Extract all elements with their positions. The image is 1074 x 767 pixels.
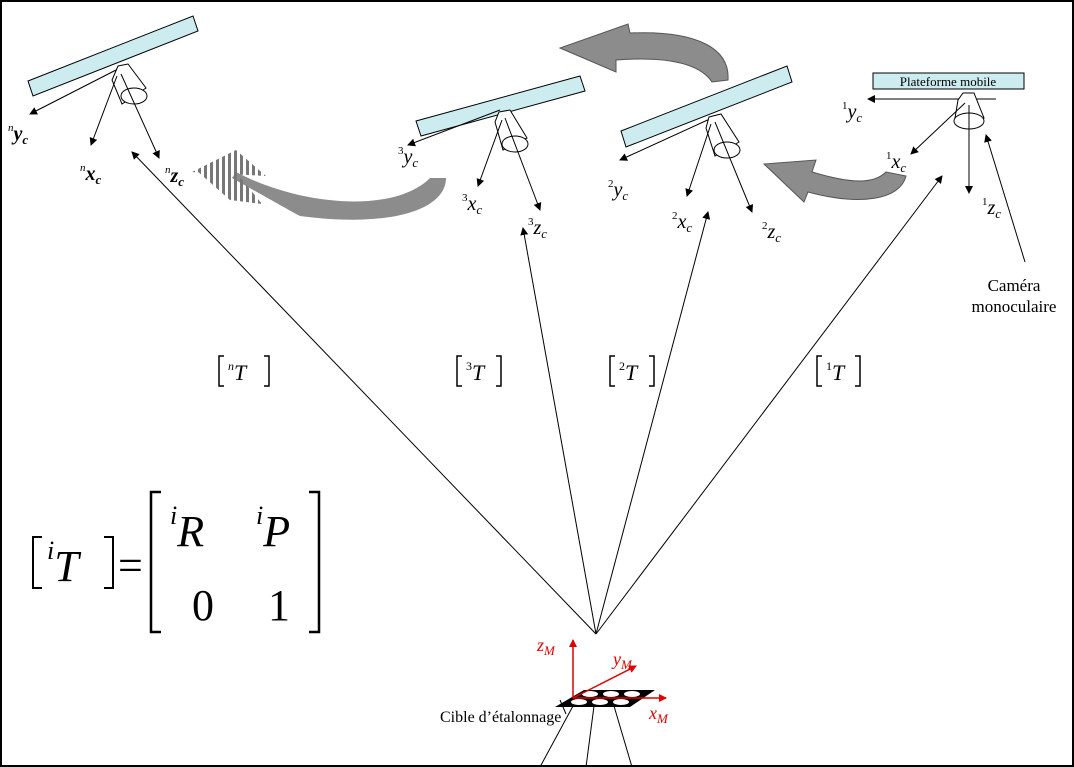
motion-arrow-3-to-n-head [192,150,266,176]
labels-n: nyc nxc nzc [8,122,184,189]
label-y-n: nyc [8,122,28,147]
svg-text:=: = [118,541,143,590]
label-y-1: 1yc [842,100,862,125]
motion-arrow-3-to-n [232,172,446,220]
label-y-M: yM [611,649,633,672]
label-z-n: nzc [165,164,184,189]
z-axis-n [120,73,160,159]
x-axis-3 [476,119,503,187]
platform-n [27,15,199,97]
platform-1 [872,72,1025,90]
camera-label-line2: monoculaire [972,297,1057,316]
x-axis-1 [910,102,966,155]
camera-icon-2 [705,113,741,159]
calibration-target [539,690,655,767]
labels-3: 3yc 3xc 3zc [398,145,547,241]
label-z-M: zM [536,635,556,658]
svg-text:1T: 1T [826,359,846,385]
label-z-3: 3zc [528,216,547,241]
svg-text:iP: iP [256,501,290,556]
svg-text:3T: 3T [466,359,486,385]
camera-icon-3 [494,109,529,153]
bracket-T-1: 1T [816,355,861,387]
x-axis-n [89,75,118,146]
target-pointer [559,699,567,715]
label-x-n: nxc [80,162,102,187]
pose-1: Plateforme mobile [867,72,1026,263]
z-axis-3 [504,117,542,211]
bracket-T-2: 2T [609,355,655,387]
target-label: Cible d’étalonnage [440,709,561,726]
svg-text:iT: iT [47,536,82,591]
platform-2 [620,65,793,148]
motion-arrow-1-to-2 [762,159,907,203]
pose-3 [407,75,586,211]
label-y-3: 3yc [398,145,418,170]
camera-icon-n [111,63,148,105]
y-axis-3 [407,109,501,147]
svg-text:1: 1 [268,581,290,630]
label-x-1: 1xc [886,150,906,175]
label-x-2: 2xc [672,210,692,235]
x-axis-2 [685,123,712,197]
vector-T-2 [595,211,711,635]
vector-T-n [131,151,597,635]
label-y-2: 2yc [608,178,628,203]
svg-text:0: 0 [192,581,214,630]
svg-text:2T: 2T [619,359,639,385]
camera-pointer-line [984,134,1026,263]
pose-n [27,15,199,159]
label-z-1: 1zc [982,196,1001,221]
vector-T-3 [520,227,597,635]
label-z-2: 2zc [762,220,781,245]
platform-3 [415,75,586,137]
y-axis-n [29,68,119,115]
label-x-3: 3xc [462,192,482,217]
y-axis-2 [619,117,713,161]
label-x-M: xM [648,703,669,726]
formula: iT = iR iP 0 1 [32,490,321,634]
labels-2: 2yc 2xc 2zc [608,178,781,245]
pose-2 [619,65,793,213]
svg-text:iR: iR [170,501,204,556]
vector-T-1 [595,175,943,635]
z-axis-2 [714,121,754,213]
bracket-T-3: 3T [456,355,502,387]
motion-arrow-2-to-3 [558,23,729,83]
target-axes: zM yM xM [536,635,669,726]
platform-label: Plateforme mobile [900,74,997,89]
camera-label-line1: Caméra [988,276,1041,295]
bracket-T-n: nT [218,355,270,387]
svg-text:nT: nT [228,359,248,385]
labels-1: 1yc 1xc 1zc [842,100,1001,221]
